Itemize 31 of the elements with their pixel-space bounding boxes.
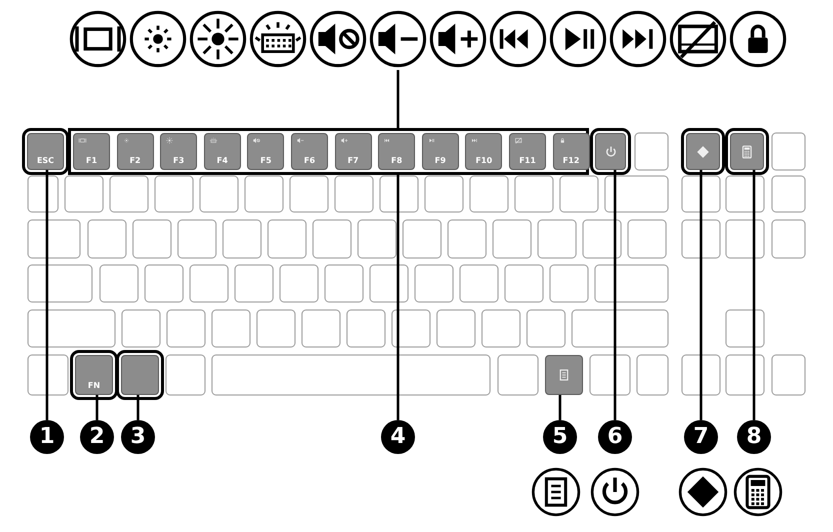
callout-number: 8: [737, 420, 771, 454]
leader-line: [752, 170, 756, 420]
keyboard-key: F5: [247, 133, 284, 170]
callout-number: 7: [684, 420, 718, 454]
callout-number: 2: [80, 420, 114, 454]
leader-line: [96, 395, 98, 420]
keyboard-key: F9: [422, 133, 459, 170]
keyboard-key: F4: [204, 133, 241, 170]
highlight-frame: [68, 128, 589, 175]
callout-number: 5: [543, 420, 577, 454]
keyboard-key: F2: [116, 133, 154, 170]
callout-number: 6: [598, 420, 632, 454]
leader-line: [136, 395, 140, 420]
leader-line: [396, 70, 400, 128]
leader-line: [46, 170, 48, 420]
keyboard-key: F3: [160, 133, 198, 170]
callout-number: 1: [30, 420, 64, 454]
leader-line: [614, 170, 616, 420]
leader-line: [558, 395, 562, 420]
keyboard-key: F12: [552, 133, 590, 170]
keyboard-key: F10: [465, 133, 502, 170]
callout-number: 3: [121, 420, 155, 454]
keyboard-key: F6: [291, 133, 328, 170]
keyboard-key: F1: [73, 133, 110, 170]
keyboard-key: [545, 355, 583, 395]
keyboard-key: F8: [378, 133, 416, 170]
callout-number: 4: [381, 420, 415, 454]
keyboard-key: F11: [509, 133, 546, 170]
keyboard-key: F7: [334, 133, 372, 170]
leader-line: [396, 175, 400, 420]
leader-line: [700, 170, 702, 420]
